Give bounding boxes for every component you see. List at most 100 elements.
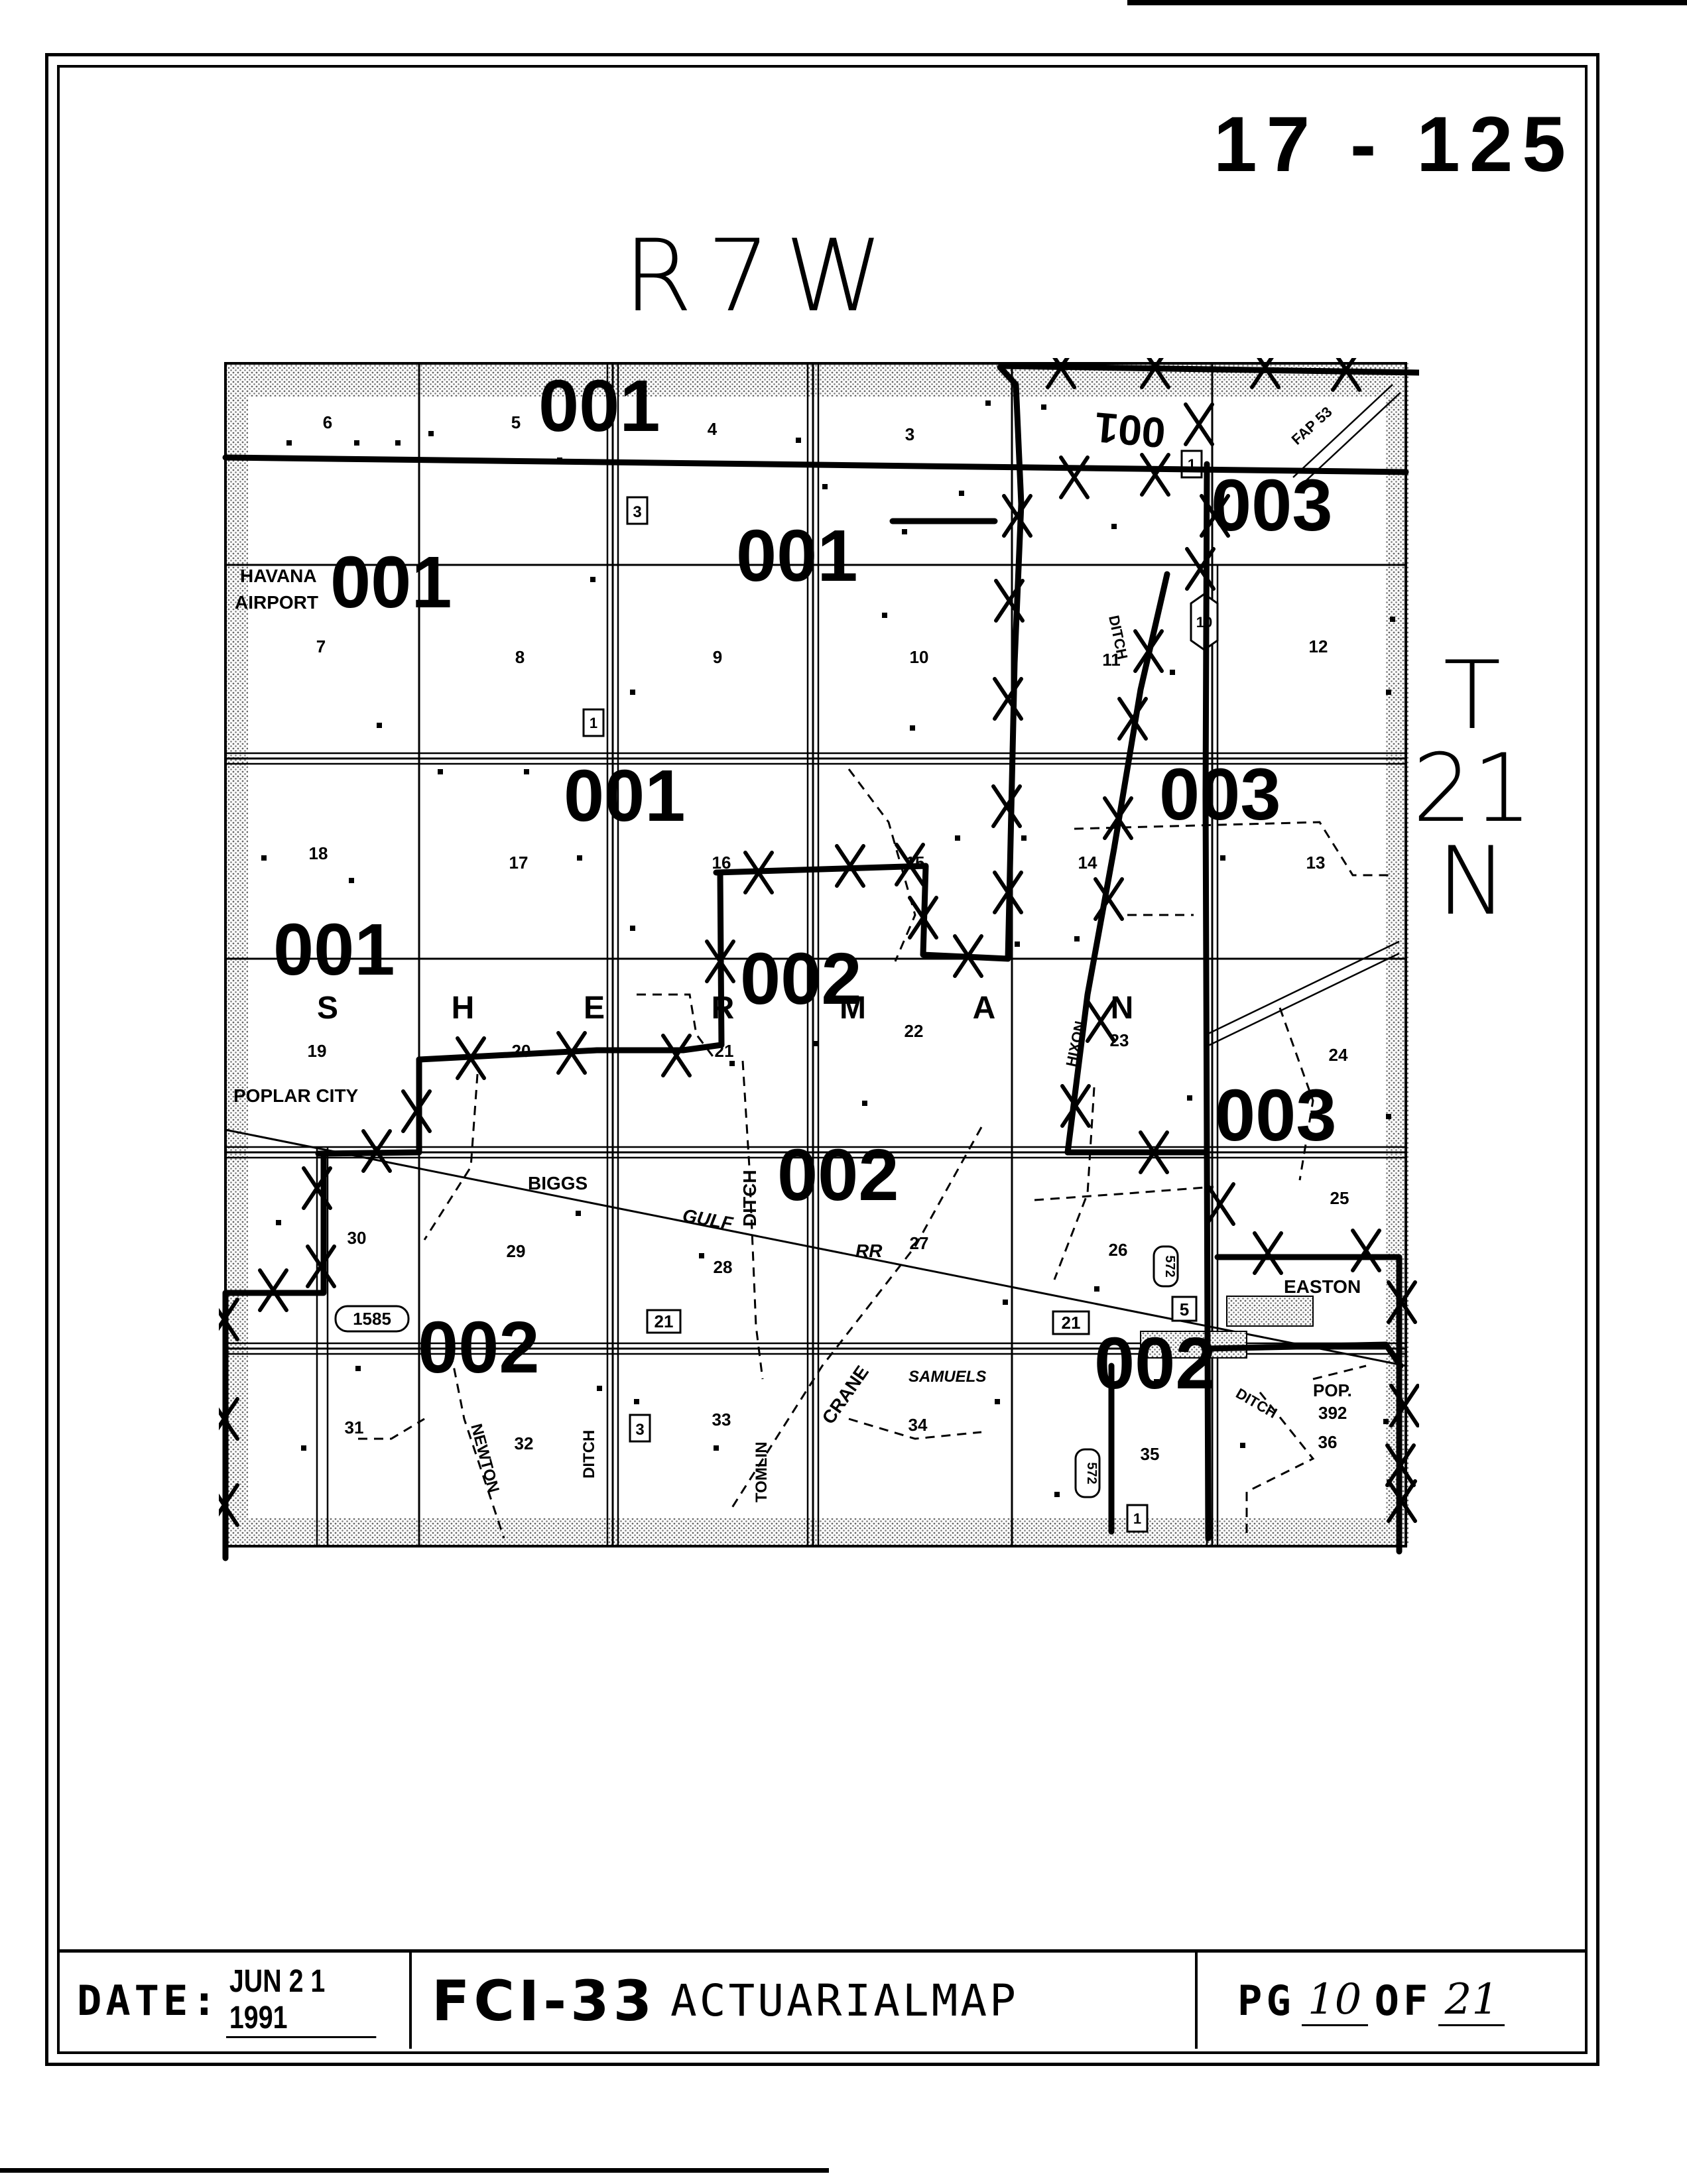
map-number: 17 - 125: [1214, 101, 1575, 188]
place-label: DITCH: [580, 1430, 598, 1479]
zone-label: 001: [564, 755, 686, 837]
page-total: 21: [1438, 1975, 1505, 2026]
township-name-letter: H: [452, 991, 475, 1026]
township-name-letter: N: [1111, 991, 1134, 1026]
section-number: 32: [515, 1433, 534, 1453]
route-shield: 572: [1153, 1245, 1179, 1288]
section-number: 13: [1306, 853, 1326, 873]
section-number: 11: [1102, 650, 1121, 670]
section-number: 34: [908, 1415, 928, 1435]
form-title: ACTUARIALMAP: [670, 1975, 1019, 2026]
svg-text:3: 3: [635, 1421, 644, 1439]
title-block: DATE: JUN 2 1 1991 FCI-33 ACTUARIALMAP P…: [57, 1949, 1588, 2049]
ditches: [358, 768, 1393, 1539]
place-label: NEWTON: [467, 1422, 503, 1495]
place-label: EASTON: [1284, 1276, 1361, 1297]
zone-label: 003: [1215, 1075, 1337, 1156]
zone-label: 003: [1159, 754, 1281, 835]
place-label: CRANE: [818, 1362, 873, 1427]
place-label: AIRPORT: [235, 592, 318, 613]
route-shield: 572: [1074, 1448, 1101, 1498]
place-label: DITCH: [1233, 1385, 1281, 1422]
of-label: OF: [1374, 1976, 1432, 2025]
route-shield: 3: [629, 1414, 651, 1443]
page-label: PG: [1237, 1976, 1295, 2025]
zone-label: 002: [740, 938, 862, 1020]
section-number: 19: [308, 1041, 327, 1061]
svg-text:3: 3: [633, 503, 641, 521]
date-label: DATE:: [77, 1976, 221, 2025]
route-shield: 21: [1052, 1310, 1090, 1335]
section-number: 33: [712, 1410, 731, 1429]
outer-frame: [45, 53, 1599, 2066]
zone-label: 001: [330, 542, 452, 623]
township-map: 6 5 4 3 7 8 9 10 11 12 18 17 16 15 14 13…: [219, 358, 1419, 1561]
svg-text:1: 1: [1133, 1510, 1141, 1527]
place-label: FAP 53: [1288, 403, 1336, 448]
zone-label: 001: [273, 909, 395, 991]
section-number: 3: [905, 424, 914, 444]
place-label: POPLAR CITY: [233, 1085, 359, 1106]
top-edge-rule: [1127, 0, 1687, 5]
page-cell: PG 10 OF 21: [1198, 1953, 1588, 2049]
svg-text:572: 572: [1162, 1255, 1177, 1277]
route-shield: 1: [1126, 1504, 1149, 1533]
place-label: 392: [1318, 1403, 1347, 1423]
easton-junction-block: [1140, 1331, 1247, 1359]
section-number: 35: [1141, 1444, 1160, 1464]
boundary-x-marks: [219, 358, 1419, 1527]
place-label: POP.: [1313, 1380, 1352, 1400]
place-label: DITCH: [739, 1170, 760, 1227]
section-number: 5: [511, 412, 521, 432]
section-number: 10: [910, 647, 929, 667]
township-name-letter: E: [584, 991, 605, 1026]
svg-text:1585: 1585: [353, 1309, 391, 1329]
svg-text:572: 572: [1084, 1462, 1099, 1484]
place-label: TOMLIN: [753, 1441, 771, 1502]
route-shield: 21: [646, 1309, 682, 1334]
section-number: 30: [347, 1228, 367, 1248]
section-number: 8: [515, 647, 525, 667]
route-shield: 1: [582, 708, 605, 737]
section-number: 9: [713, 647, 722, 667]
place-label: BIGGS: [528, 1173, 588, 1193]
section-number: 28: [714, 1257, 733, 1277]
township-name-letter: M: [840, 991, 866, 1026]
township-name-letter: S: [317, 991, 338, 1026]
section-number: 4: [708, 419, 718, 439]
svg-text:1: 1: [590, 715, 597, 731]
zone-label: 001: [1093, 403, 1168, 457]
section-number: 24: [1329, 1045, 1348, 1065]
zone-label: 002: [777, 1134, 899, 1216]
place-label: SAMUELS: [908, 1368, 986, 1386]
section-number: 36: [1318, 1432, 1338, 1452]
svg-text:21: 21: [655, 1311, 674, 1331]
route-shield: 5: [1171, 1296, 1198, 1322]
zone-label: 001: [538, 365, 660, 447]
township-label: T 21 N: [1412, 641, 1532, 936]
section-number: 29: [507, 1241, 526, 1261]
place-label: GULF: [681, 1205, 735, 1234]
section-number: 17: [509, 853, 529, 873]
route-shield: 3: [626, 496, 649, 525]
form-title-cell: FCI-33 ACTUARIALMAP: [412, 1953, 1198, 2049]
zone-label: 002: [1094, 1323, 1216, 1404]
easton-town-block: [1226, 1296, 1314, 1327]
date-stamp: JUN 2 1 1991: [225, 1963, 377, 2038]
zone-label: 002: [418, 1307, 540, 1388]
structure-dots: [261, 400, 1395, 1497]
zone-label: 003: [1211, 465, 1333, 546]
section-number: 6: [323, 412, 332, 432]
section-number: 18: [309, 843, 328, 863]
section-number: 26: [1109, 1240, 1128, 1260]
date-cell: DATE: JUN 2 1 1991: [57, 1953, 412, 2049]
svg-text:21: 21: [1062, 1313, 1081, 1333]
section-number: 27: [910, 1233, 929, 1253]
page-number: 10: [1301, 1975, 1368, 2026]
range-label: R7W: [623, 219, 898, 334]
zone-label: 001: [736, 515, 858, 597]
place-label: HAVANA: [240, 566, 317, 586]
route-shield: 1585: [334, 1305, 410, 1333]
township-name-letter: A: [973, 991, 996, 1026]
section-number: 25: [1330, 1188, 1349, 1208]
